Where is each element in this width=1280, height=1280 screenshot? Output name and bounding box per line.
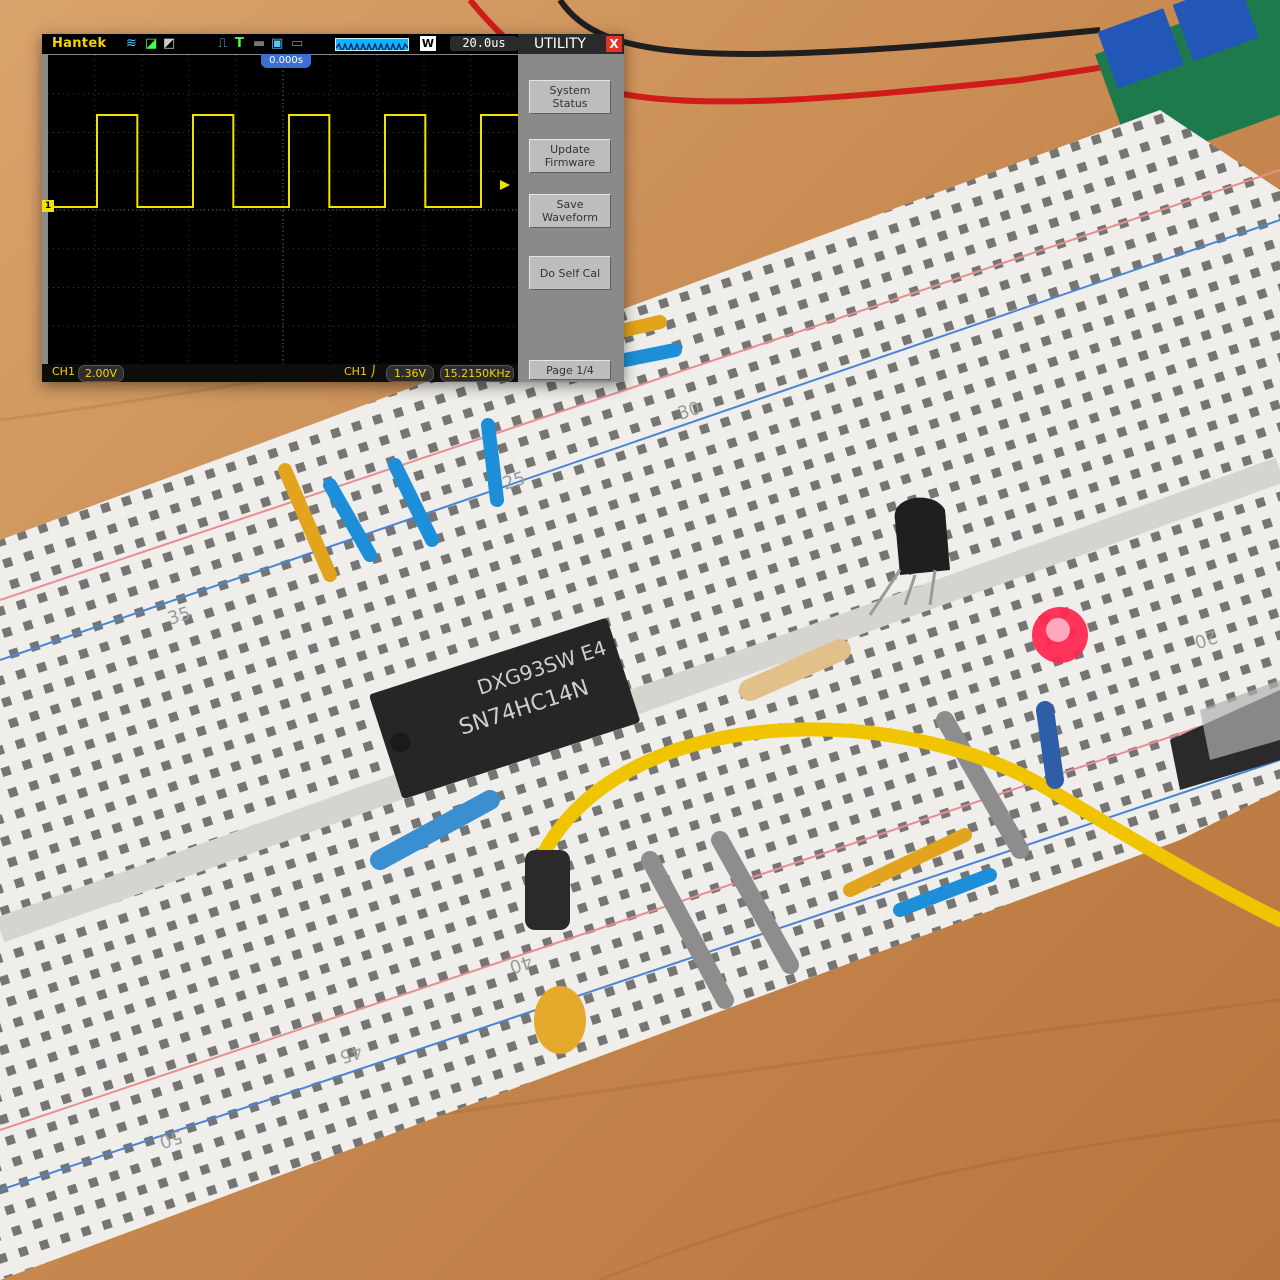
ch1-square-wave-trace	[48, 114, 518, 208]
jumper-yellow	[278, 463, 337, 582]
trigger-position-tag[interactable]: 0.000s	[261, 54, 311, 68]
frequency-readout: 15.2150KHz	[440, 365, 514, 382]
jumper-blue	[481, 418, 504, 507]
jumper-blue	[323, 478, 377, 562]
trigger-level-marker[interactable]	[500, 180, 510, 190]
ceramic-capacitor	[534, 986, 586, 1054]
flying-yellow-wire	[533, 722, 1280, 927]
ch1-ground-marker[interactable]: 1	[42, 200, 54, 212]
ch1-label: CH1	[52, 365, 75, 378]
ic-chip	[369, 618, 640, 799]
brand-logo: Hantek	[52, 36, 107, 51]
utility-menu-header: UTILITY X	[518, 34, 624, 54]
waveform-grid	[48, 55, 518, 365]
jumper-yellow	[843, 828, 972, 897]
display-mode-icon: ◪	[145, 36, 158, 51]
jumper-blue	[388, 458, 439, 547]
page-indicator-button[interactable]: Page 1/4	[529, 360, 611, 380]
oscilloscope-display: Hantek ≋ ◪ ◩ ⎍ T ▬ ▣ ▭ W 20.0us UTILITY …	[42, 34, 624, 382]
save-disk-icon: ▣	[271, 36, 284, 51]
system-status-button[interactable]: System Status	[529, 80, 611, 114]
timebase-readout: 20.0us	[450, 36, 518, 51]
jumper-blue	[618, 343, 682, 367]
ch1-volts-per-div[interactable]: 2.00V	[78, 365, 124, 382]
trigger-mode-badge: W	[420, 36, 436, 51]
jumper-gray	[711, 831, 799, 974]
menu-title: UTILITY	[534, 36, 586, 52]
jumper-gray	[641, 851, 734, 1009]
update-firmware-button[interactable]: Update Firmware	[529, 139, 611, 173]
self-calibration-button[interactable]: Do Self Cal	[529, 256, 611, 290]
transistor	[868, 497, 950, 616]
trigger-source-label: CH1	[344, 365, 367, 378]
resistor-blue-vertical	[1036, 701, 1064, 789]
scope-status-bar: Hantek ≋ ◪ ◩ ⎍ T ▬ ▣ ▭ W 20.0us	[42, 34, 518, 54]
trigger-edge-icon: ⎍	[218, 36, 228, 51]
close-icon[interactable]: X	[606, 36, 622, 52]
jumper-yellow	[618, 315, 667, 337]
jumper-blue	[893, 868, 997, 917]
trigger-status-icon: T	[235, 36, 244, 51]
resistor-beige	[739, 639, 851, 701]
contrast-icon: ◩	[163, 36, 176, 51]
save-waveform-button[interactable]: Save Waveform	[529, 194, 611, 228]
usb-icon: ▬	[253, 36, 266, 51]
waveform-screen: 0.000s 1	[42, 54, 518, 365]
electrolytic-capacitor	[525, 850, 570, 930]
trigger-level-readout[interactable]: 1.36V	[386, 365, 434, 382]
scope-info-bar: CH1 2.00V CH1 ⎠ 1.36V 15.2150KHz	[42, 364, 518, 382]
rising-edge-icon: ⎠	[370, 365, 376, 378]
waveform-mode-icon: ≋	[126, 36, 137, 51]
jumper-gray	[936, 711, 1029, 859]
storage-icon: ▭	[291, 36, 304, 51]
memory-depth-bar	[335, 38, 409, 51]
resistor-blue	[370, 790, 500, 870]
black-cable	[557, 0, 1101, 57]
